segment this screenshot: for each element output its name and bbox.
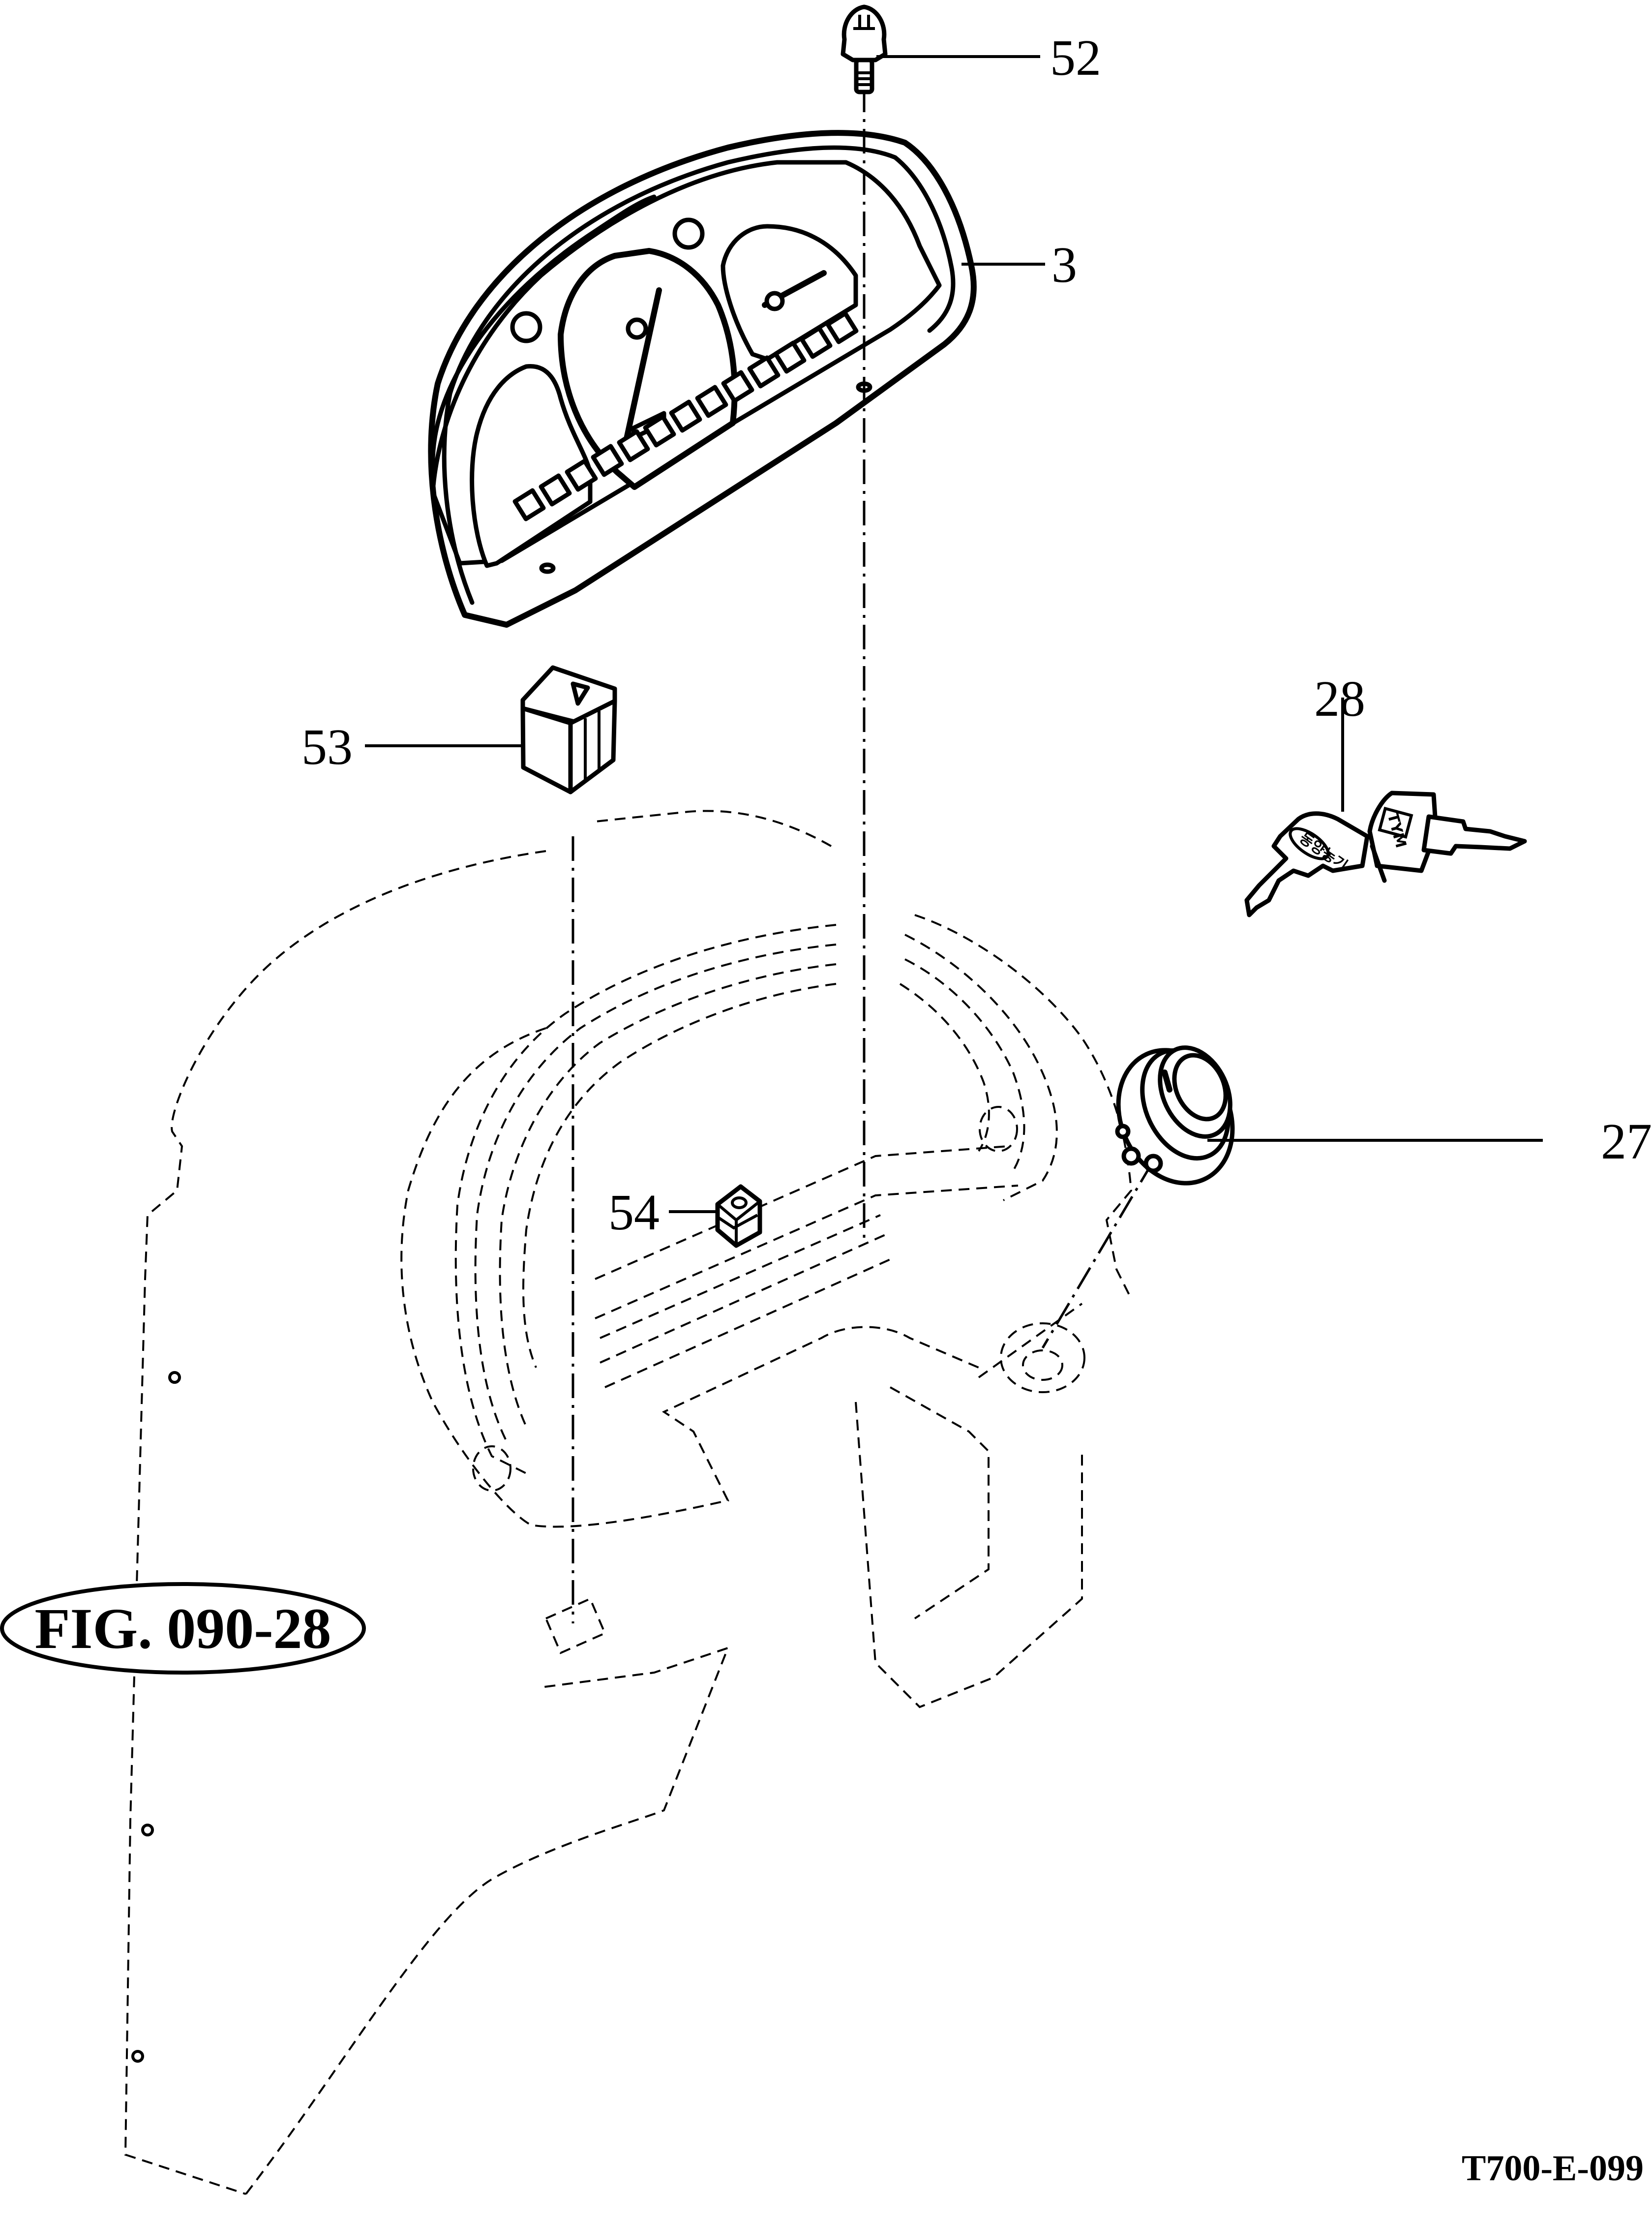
callout-27: 27 — [1601, 1113, 1652, 1170]
part-52-screw[interactable] — [841, 4, 888, 94]
part-54-clip-nut[interactable] — [715, 1184, 762, 1248]
callout-54: 54 — [608, 1184, 660, 1241]
figure-label: FIG. 090-28 — [34, 1596, 331, 1661]
assembly-lines — [571, 88, 1155, 1623]
console-housing-outline — [124, 810, 1133, 2195]
leader-lines — [365, 55, 1543, 1213]
indicator-lamp-row — [512, 311, 859, 521]
callout-3: 3 — [1051, 237, 1077, 293]
callout-52: 52 — [1050, 30, 1101, 86]
part-28-key-set[interactable] — [1244, 791, 1527, 917]
callout-labels: 52 3 53 28 27 54 — [301, 30, 1652, 1241]
callout-53: 53 — [301, 719, 353, 775]
drawing-code: T700-E-099 — [1462, 2148, 1644, 2189]
part-3-instrument-cluster[interactable] — [428, 130, 977, 628]
part-53-hazard-switch[interactable] — [520, 665, 617, 794]
callout-28: 28 — [1314, 671, 1365, 727]
figure-reference-badge[interactable]: FIG. 090-28 — [0, 1582, 366, 1675]
part-27-ignition-switch[interactable] — [1097, 1032, 1254, 1202]
